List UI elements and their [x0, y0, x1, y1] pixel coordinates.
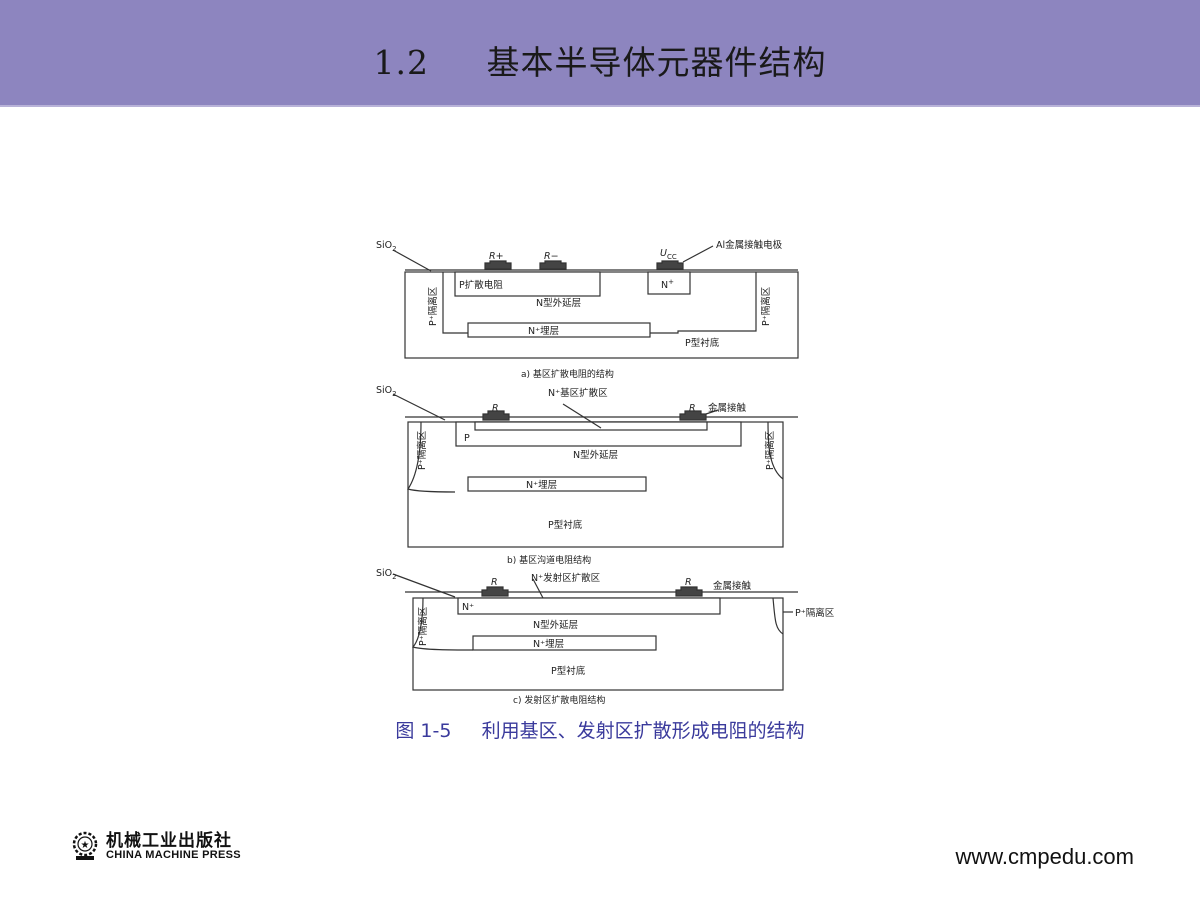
publisher-name-cn: 机械工业出版社 — [106, 831, 232, 851]
a-p-resistor-region — [454, 271, 601, 297]
a-metal-leader — [682, 245, 714, 263]
c-n-plus-label: N⁺ — [462, 602, 474, 613]
a-ucc-label: UCC — [660, 248, 677, 261]
c-n-plus-emitter-region — [457, 597, 721, 615]
c-buried-label: N⁺埋层 — [533, 639, 564, 650]
c-isolation-left-label: P⁺隔离区 — [417, 606, 429, 646]
a-isolation-boundary — [442, 272, 757, 334]
a-n-epi-label: N型外延层 — [536, 297, 581, 309]
a-isolation-left-label: P⁺隔离区 — [427, 286, 439, 326]
resistor-structure-figure: SiO2 R+ R− UCC Al金属接触电极 P扩散电阻 N+ N型外延层 N… — [373, 234, 861, 706]
a-n-plus-label: N+ — [661, 278, 674, 291]
b-n-plus-base-diffusion — [474, 421, 708, 431]
b-isolation-right-curve — [767, 421, 784, 480]
c-buried-layer — [472, 635, 657, 651]
a-sio2-label: SiO2 — [376, 240, 397, 253]
b-metal-leader — [705, 409, 719, 415]
c-caption: c) 发射区扩散电阻结构 — [513, 694, 605, 706]
a-sio2-leader — [392, 249, 432, 272]
gear-icon: ★ — [72, 831, 98, 860]
a-contact-ucc — [656, 260, 684, 270]
a-metal-contact-label: Al金属接触电极 — [716, 239, 783, 251]
b-isolation-left-curve — [407, 421, 456, 493]
slide-title: 1.2 基本半导体元器件结构 — [373, 43, 827, 82]
c-emitter-leader — [532, 578, 544, 599]
c-contact-right — [675, 586, 703, 597]
a-buried-layer — [467, 322, 651, 338]
c-substrate-label: P型衬底 — [551, 665, 586, 677]
figure-caption: 图 1-5 利用基区、发射区扩散形成电阻的结构 — [395, 720, 805, 742]
b-base-diffusion-label: N⁺基区扩散区 — [548, 387, 608, 399]
c-sio2-leader — [392, 573, 456, 598]
diagram-c — [392, 573, 798, 691]
c-r-left-label: R — [491, 577, 498, 588]
website-link[interactable]: www.cmpedu.com — [955, 844, 1134, 869]
b-p-label: P — [464, 433, 470, 444]
c-emitter-label: N⁺发射区扩散区 — [531, 572, 601, 584]
publisher-logo: ★ 机械工业出版社 CHINA MACHINE PRESS — [70, 826, 280, 866]
b-caption: b) 基区沟道电阻结构 — [507, 554, 591, 566]
a-isolation-right-label: P⁺隔离区 — [760, 286, 772, 326]
header-divider — [0, 105, 1200, 107]
c-r-right-label: R — [685, 577, 692, 588]
diagram-b — [392, 393, 798, 548]
b-isolation-left-label: P⁺隔离区 — [416, 430, 428, 470]
c-isolation-right-curve — [772, 597, 784, 635]
b-sio2-leader — [392, 393, 446, 421]
b-contact-left — [482, 410, 510, 421]
c-sio2-label: SiO2 — [376, 568, 397, 581]
a-n-plus-region — [647, 271, 691, 295]
cross-section-diagrams: SiO2 R+ R− UCC Al金属接触电极 P扩散电阻 N+ N型外延层 N… — [376, 239, 835, 706]
publisher-name-en: CHINA MACHINE PRESS — [106, 849, 241, 861]
b-metal-contact-label: 金属接触 — [708, 402, 747, 414]
a-contact-r-minus — [539, 260, 567, 270]
header-band: 1.2 基本半导体元器件结构 — [0, 0, 1200, 105]
a-substrate-box — [404, 271, 799, 359]
b-r-right-label: R — [689, 403, 696, 414]
c-n-epi-label: N型外延层 — [533, 619, 578, 631]
a-substrate-label: P型衬底 — [685, 337, 720, 349]
a-contact-r-plus — [484, 260, 512, 270]
a-buried-label: N⁺埋层 — [528, 326, 559, 337]
b-buried-label: N⁺埋层 — [526, 480, 557, 491]
c-metal-contact-label: 金属接触 — [713, 580, 752, 592]
b-contact-right — [679, 410, 707, 421]
b-n-epi-label: N型外延层 — [573, 449, 618, 461]
b-base-leader — [562, 403, 602, 429]
a-p-resistor-label: P扩散电阻 — [459, 279, 503, 291]
c-isolation-left-curve — [411, 597, 474, 651]
svg-text:★: ★ — [81, 840, 90, 851]
b-r-left-label: R — [492, 403, 499, 414]
diagram-a — [392, 245, 799, 359]
b-sio2-label: SiO2 — [376, 385, 397, 398]
c-contact-left — [481, 586, 509, 597]
c-isolation-right-label: P⁺隔离区 — [795, 607, 835, 619]
b-substrate-label: P型衬底 — [548, 519, 583, 531]
b-isolation-right-label: P⁺隔离区 — [764, 430, 776, 470]
b-buried-layer — [467, 476, 647, 492]
a-r-plus-label: R+ — [489, 251, 504, 262]
a-r-minus-label: R− — [544, 251, 559, 262]
a-caption: a) 基区扩散电阻的结构 — [521, 368, 614, 380]
